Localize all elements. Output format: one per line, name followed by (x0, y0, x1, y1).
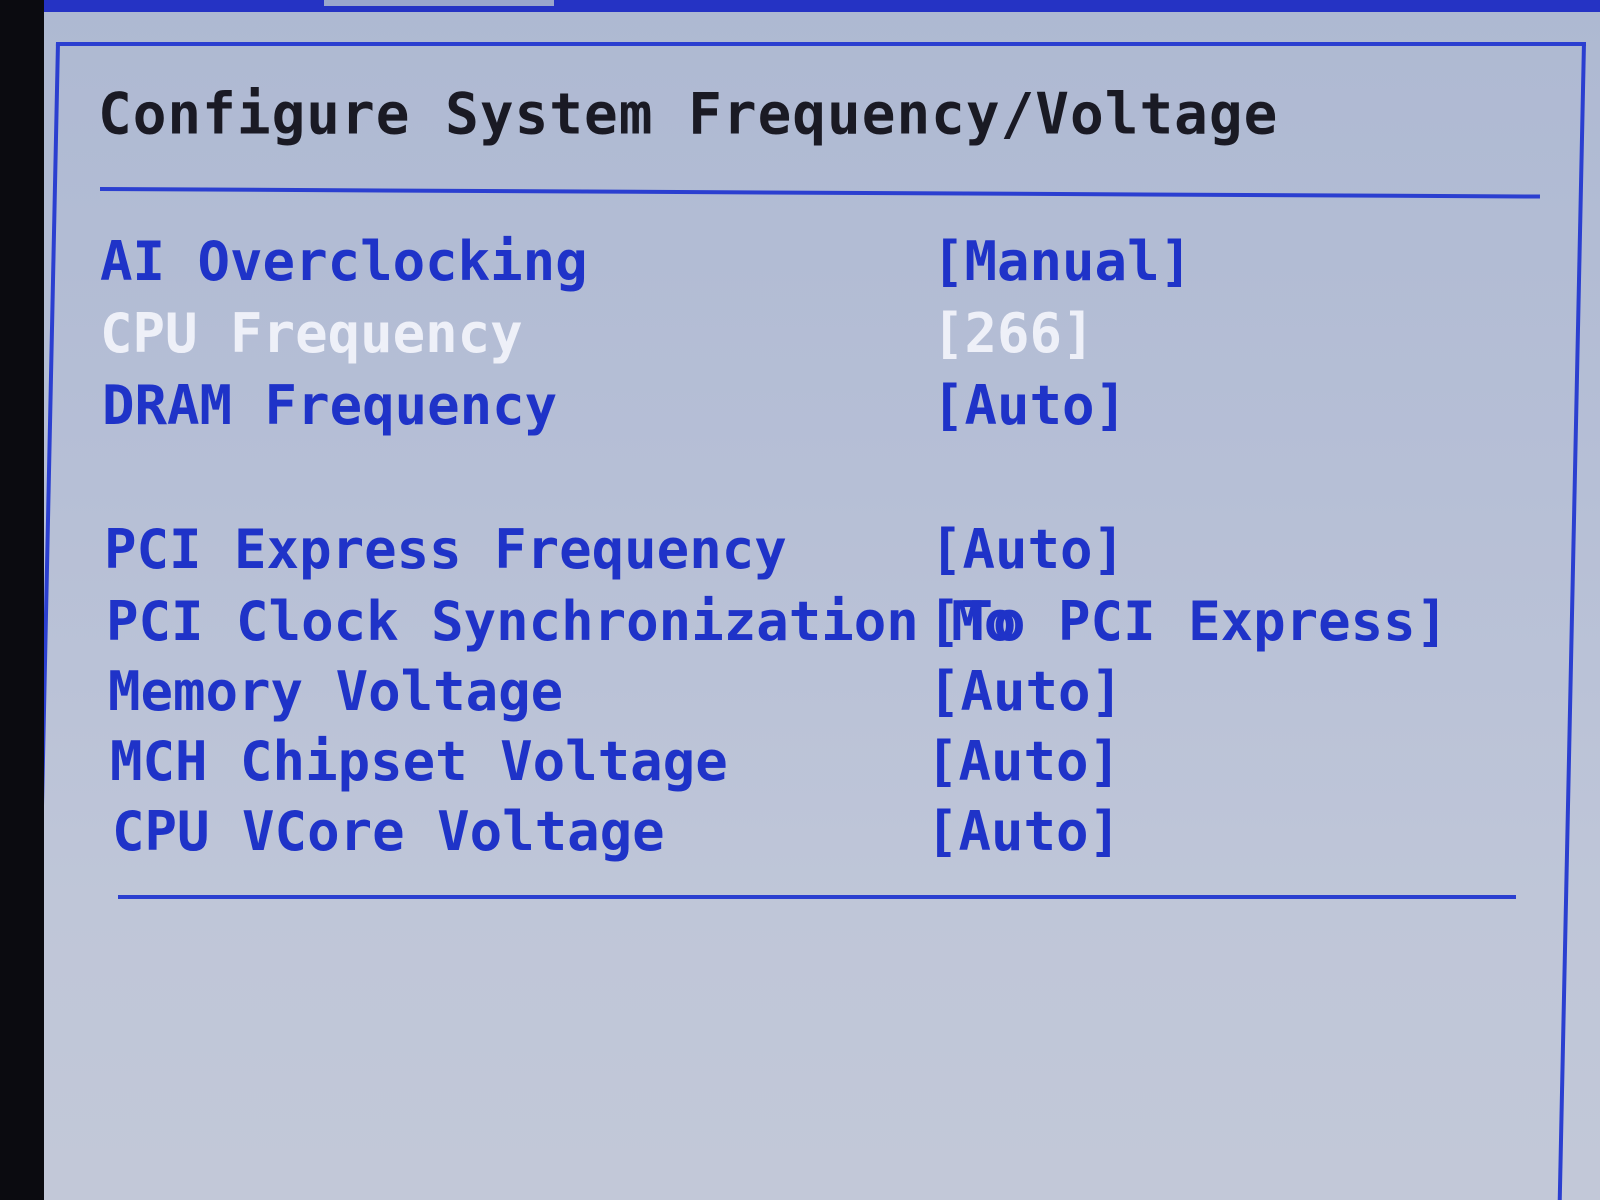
setting-value[interactable]: [Auto] (930, 518, 1126, 581)
setting-label: CPU Frequency (100, 302, 523, 365)
setting-value[interactable]: [Manual] (932, 230, 1193, 293)
setting-label: PCI Express Frequency (104, 518, 787, 581)
setting-label: DRAM Frequency (102, 374, 558, 437)
setting-value[interactable]: [Auto] (932, 374, 1128, 437)
active-tab-marker (324, 0, 554, 6)
setting-value[interactable]: [266] (932, 302, 1095, 365)
top-menu-strip (44, 0, 1600, 12)
setting-label: CPU VCore Voltage (112, 800, 665, 863)
bios-screen: Configure System Frequency/Voltage AI Ov… (44, 0, 1600, 1200)
setting-value[interactable]: [Auto] (928, 660, 1124, 723)
setting-value[interactable]: [To PCI Express] (928, 590, 1449, 653)
setting-value[interactable]: [Auto] (926, 800, 1122, 863)
setting-label: AI Overclocking (100, 230, 588, 293)
setting-label: Memory Voltage (108, 660, 564, 723)
list-bottom-divider (118, 895, 1516, 899)
setting-label: PCI Clock Synchronization Mo (106, 590, 1017, 653)
setting-label: MCH Chipset Voltage (110, 730, 728, 793)
setting-value[interactable]: [Auto] (926, 730, 1122, 793)
page-title: Configure System Frequency/Voltage (98, 81, 1279, 148)
